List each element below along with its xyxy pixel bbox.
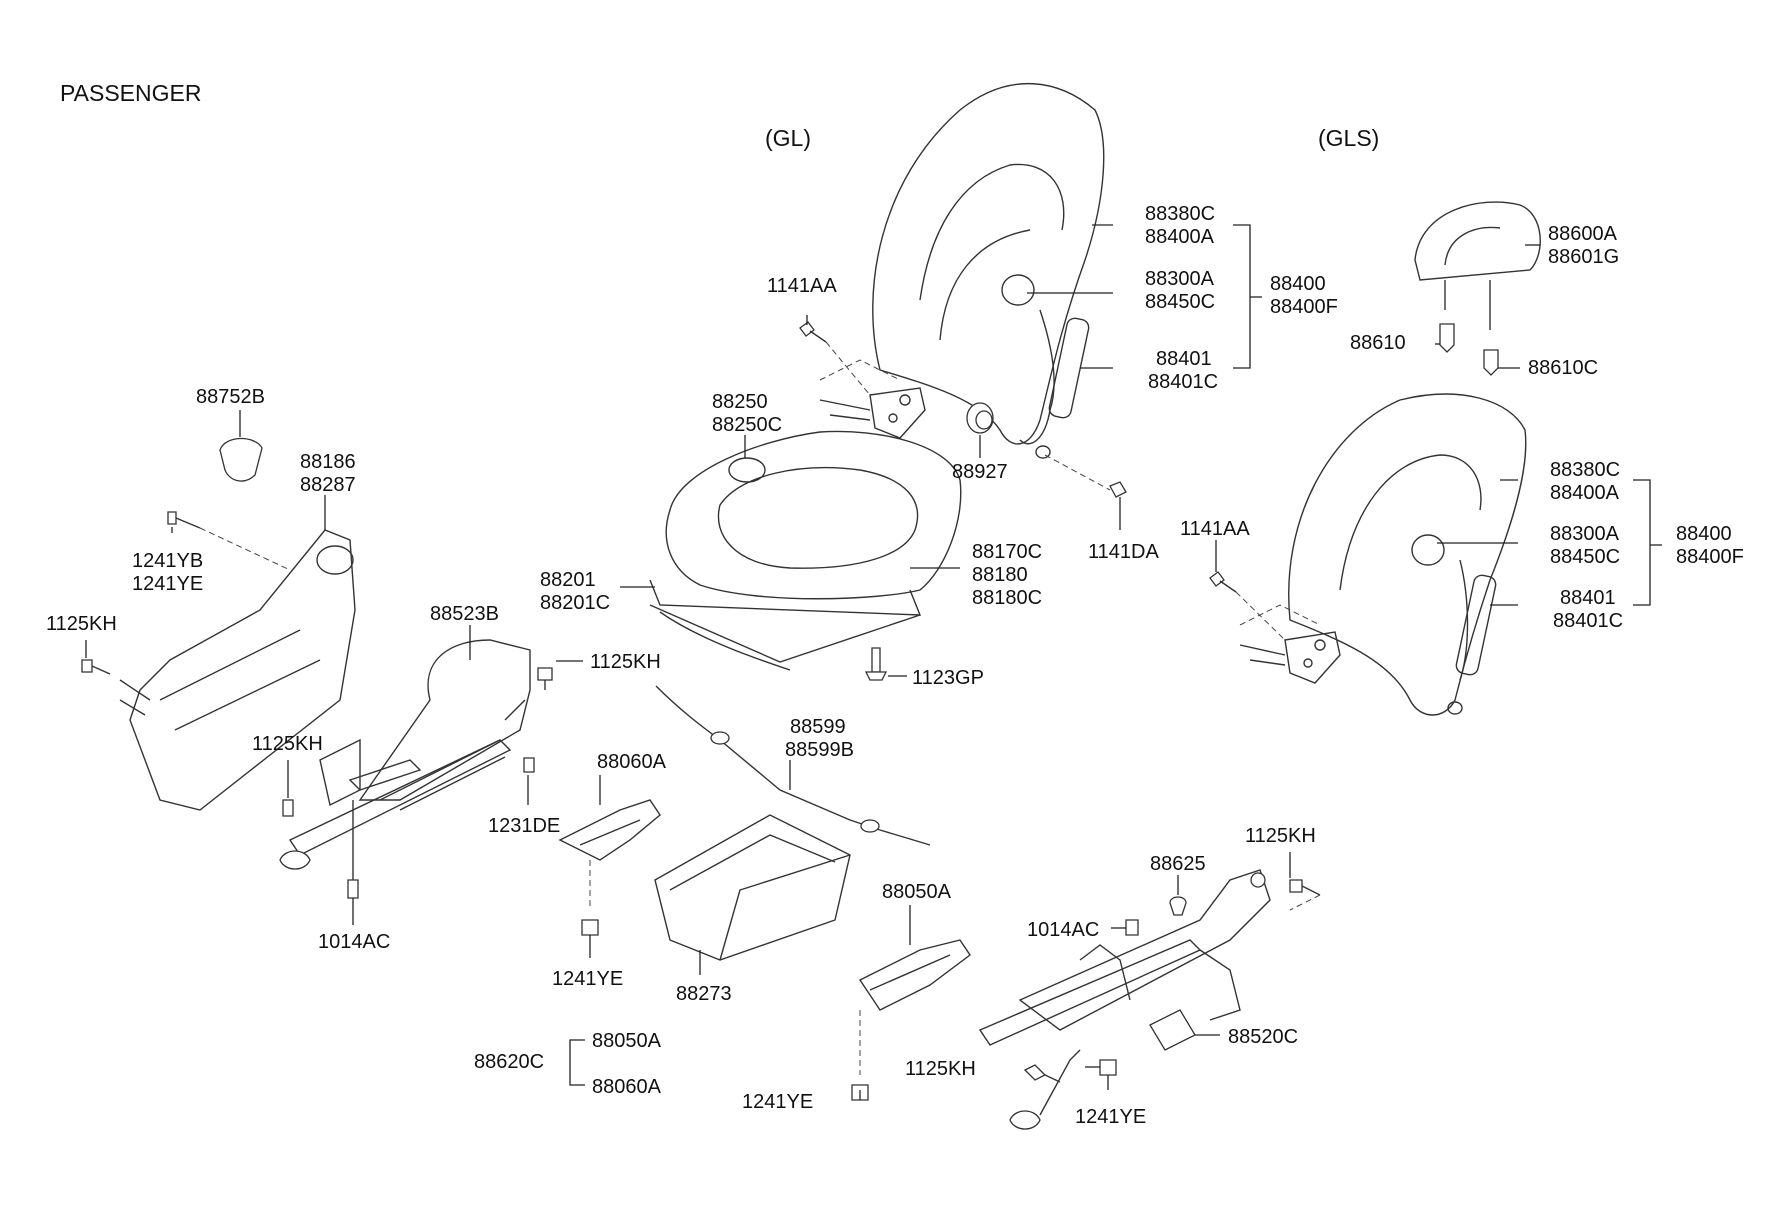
- label-88401C-gls: 88401C: [1553, 610, 1623, 632]
- label-88400A-gl: 88400A: [1145, 226, 1215, 248]
- label-88201: 88201: [540, 569, 596, 591]
- label-1141DA: 1141DA: [1088, 541, 1159, 563]
- label-88273: 88273: [676, 983, 732, 1005]
- label-88050A-part: 88050A: [882, 881, 952, 903]
- gls-1141AA-bolt: [1209, 571, 1286, 641]
- gls-recliner-hinge: [1239, 604, 1341, 684]
- cushion-1123GP-bolt: [864, 647, 888, 681]
- label-88180C: 88180C: [972, 587, 1042, 609]
- label-88060A-part: 88060A: [597, 751, 667, 773]
- label-1241YE-bottom: 1241YE: [742, 1091, 813, 1113]
- label-1014AC-right: 1014AC: [1027, 919, 1099, 941]
- label-88380C-gl: 88380C: [1145, 203, 1215, 225]
- label-88599B: 88599B: [785, 739, 854, 761]
- label-88300A-gls: 88300A: [1550, 523, 1620, 545]
- label-1125KH-track-top: 1125KH: [590, 651, 661, 673]
- label-1125KH-right-top: 1125KH: [1245, 825, 1316, 847]
- label-88927: 88927: [952, 461, 1008, 483]
- gls-headrest: [1414, 201, 1541, 376]
- label-1241YE-center: 1241YE: [552, 968, 623, 990]
- gl-1141AA-bolt: [799, 321, 871, 396]
- label-1014AC-left: 1014AC: [318, 931, 390, 953]
- label-1141AA-gl: 1141AA: [767, 275, 837, 297]
- label-88610C: 88610C: [1528, 357, 1598, 379]
- label-88752B: 88752B: [196, 386, 265, 408]
- right-track-parts: [1023, 879, 1321, 1083]
- label-1241YB: 1241YB: [132, 550, 203, 572]
- label-88180: 88180: [972, 564, 1028, 586]
- release-cable: [655, 685, 931, 846]
- label-88050A-assy: 88050A: [592, 1030, 662, 1052]
- gl-seat-back: [872, 82, 1105, 459]
- label-88610: 88610: [1350, 332, 1406, 354]
- left-seat-track: [279, 639, 531, 870]
- gl-1141DA-bolt: [1044, 454, 1127, 498]
- label-88186: 88186: [300, 451, 356, 473]
- label-88400A-gls: 88400A: [1550, 482, 1620, 504]
- label-88400F-gls: 88400F: [1676, 546, 1744, 568]
- label-1241YE-right: 1241YE: [1075, 1106, 1146, 1128]
- label-1231DE: 1231DE: [488, 815, 560, 837]
- under-seat-tray: [654, 814, 851, 961]
- gl-recliner-hinge: [819, 359, 926, 439]
- header-gl: (GL): [765, 125, 811, 151]
- label-88201C: 88201C: [540, 592, 610, 614]
- label-88400F-gl: 88400F: [1270, 296, 1338, 318]
- side-cover-bolts: [81, 511, 291, 675]
- label-88523B: 88523B: [430, 603, 499, 625]
- header-gls: (GLS): [1318, 125, 1379, 151]
- label-88401C-gl: 88401C: [1148, 371, 1218, 393]
- label-88450C-gls: 88450C: [1550, 546, 1620, 568]
- label-88620C: 88620C: [474, 1051, 544, 1073]
- label-88060A-assy: 88060A: [592, 1076, 662, 1098]
- label-88450C-gl: 88450C: [1145, 291, 1215, 313]
- label-88401-gl: 88401: [1156, 348, 1212, 370]
- label-88601G: 88601G: [1548, 246, 1619, 268]
- left-track-bolts: [282, 667, 553, 899]
- right-seat-track: [978, 869, 1271, 1130]
- gls-seat-back: [1288, 393, 1527, 716]
- label-1125KH-side: 1125KH: [46, 613, 117, 635]
- label-88250: 88250: [712, 391, 768, 413]
- label-88400-gls: 88400: [1676, 523, 1732, 545]
- label-88250C: 88250C: [712, 414, 782, 436]
- label-88401-gls: 88401: [1560, 587, 1616, 609]
- label-88170C: 88170C: [972, 541, 1042, 563]
- label-1123GP: 1123GP: [912, 667, 984, 689]
- label-88520C: 88520C: [1228, 1026, 1298, 1048]
- leader-lines: [85, 224, 1662, 1100]
- gl-88927-bushing: [966, 402, 994, 434]
- label-1125KH-track-left: 1125KH: [252, 733, 323, 755]
- label-88300A-gl: 88300A: [1145, 268, 1215, 290]
- label-88400-gl: 88400: [1270, 273, 1326, 295]
- knob-88752B: [219, 437, 263, 482]
- seat-cushion: [649, 430, 962, 671]
- label-88380C-gls: 88380C: [1550, 459, 1620, 481]
- side-cover: [119, 529, 356, 811]
- label-88599: 88599: [790, 716, 846, 738]
- label-88600A: 88600A: [1548, 223, 1618, 245]
- label-1141AA-gls: 1141AA: [1180, 518, 1250, 540]
- part-labels: 88380C 88400A 88300A 88450C 88401 88401C…: [46, 203, 1744, 1128]
- label-1241YE-left: 1241YE: [132, 573, 203, 595]
- header-passenger: PASSENGER: [60, 80, 201, 106]
- label-88625: 88625: [1150, 853, 1206, 875]
- label-88287: 88287: [300, 474, 356, 496]
- label-1125KH-right-bottom: 1125KH: [905, 1058, 976, 1080]
- bracket-88060A: [558, 799, 661, 936]
